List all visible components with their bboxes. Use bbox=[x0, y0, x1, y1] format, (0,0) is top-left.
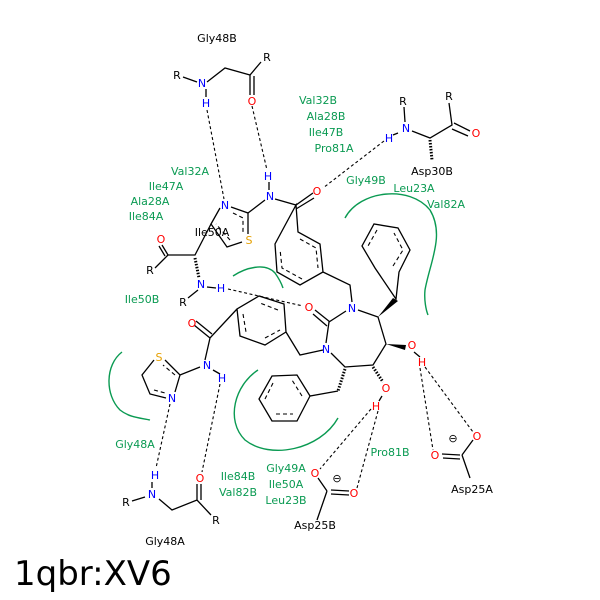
hydrophobic-val82a: Val82A bbox=[427, 198, 465, 211]
atom-h: H bbox=[264, 170, 272, 183]
residue-gly48b: Gly48B bbox=[197, 32, 237, 45]
atom-n: N bbox=[266, 190, 274, 203]
atom-n: N bbox=[322, 343, 330, 356]
atom-n: N bbox=[348, 302, 356, 315]
atom-n: N bbox=[198, 77, 206, 90]
charge-minus: ⊖ bbox=[448, 432, 457, 445]
diagram-title: 1qbr:XV6 bbox=[14, 554, 172, 594]
atom-o: O bbox=[382, 382, 391, 395]
hydrophobic-labels: Val32B Ala28B Ile47B Pro81A Gly49B Leu23… bbox=[115, 94, 465, 507]
atom-s: S bbox=[246, 234, 253, 247]
atom-o: O bbox=[305, 301, 314, 314]
atom-o: O bbox=[311, 467, 320, 480]
atom-o: O bbox=[157, 233, 166, 246]
hydrophobic-ile50a: Ile50A bbox=[269, 478, 304, 491]
hydrophobic-pro81b: Pro81B bbox=[371, 446, 410, 459]
atom-o: O bbox=[196, 472, 205, 485]
atom-o: O bbox=[350, 487, 359, 500]
atom-o: O bbox=[408, 339, 417, 352]
atom-h: H bbox=[385, 132, 393, 145]
hydrophobic-gly48a: Gly48A bbox=[115, 438, 155, 451]
atom-o: O bbox=[313, 185, 322, 198]
bonds bbox=[131, 61, 474, 521]
atom-n: N bbox=[197, 278, 205, 291]
atom-o: O bbox=[248, 95, 257, 108]
atom-r: R bbox=[212, 514, 220, 527]
atom-o: O bbox=[431, 449, 440, 462]
wedge-bond bbox=[386, 344, 406, 350]
atom-o: O bbox=[188, 317, 197, 330]
atom-n: N bbox=[168, 392, 176, 405]
residue-labels: Gly48B Asp30B Ile50A Asp25A Asp25B Gly48… bbox=[145, 32, 493, 548]
atom-r: R bbox=[173, 69, 181, 82]
atom-n: N bbox=[221, 199, 229, 212]
hydrophobic-arc-left bbox=[108, 351, 151, 421]
atom-labels: R N H R O R N H R O N S N H O O R N H R … bbox=[122, 51, 481, 527]
atom-h: H bbox=[418, 356, 426, 369]
residue-ile50a: Ile50A bbox=[195, 226, 230, 239]
hydrophobic-arc-center bbox=[232, 266, 284, 289]
hydrophobic-ile84a: Ile84A bbox=[129, 210, 164, 223]
hydrophobic-ile47a: Ile47A bbox=[149, 180, 184, 193]
hydrophobic-gly49b: Gly49B bbox=[346, 174, 386, 187]
hydrophobic-gly49a: Gly49A bbox=[266, 462, 306, 475]
hydrophobic-leu23a: Leu23A bbox=[393, 182, 435, 195]
atom-r: R bbox=[146, 264, 154, 277]
atom-r: R bbox=[263, 51, 271, 64]
hydrophobic-val32b: Val32B bbox=[299, 94, 337, 107]
hydrophobic-leu23b: Leu23B bbox=[265, 494, 306, 507]
atom-n: N bbox=[203, 359, 211, 372]
hydrophobic-ile84b: Ile84B bbox=[221, 470, 256, 483]
hydrogen-bonds bbox=[155, 105, 474, 489]
hydrophobic-pro81a: Pro81A bbox=[315, 142, 354, 155]
wedge-bond bbox=[378, 298, 398, 317]
atom-r: R bbox=[445, 90, 453, 103]
hydrophobic-ala28b: Ala28B bbox=[307, 110, 346, 123]
atom-h: H bbox=[217, 282, 225, 295]
atom-o: O bbox=[472, 127, 481, 140]
atom-o: O bbox=[473, 430, 482, 443]
atom-s: S bbox=[156, 351, 163, 364]
charge-minus: ⊖ bbox=[332, 472, 341, 485]
hydrophobic-arc-lower bbox=[233, 369, 339, 452]
atom-r: R bbox=[399, 95, 407, 108]
hydrophobic-ala28a: Ala28A bbox=[131, 195, 170, 208]
hydrophobic-val82b: Val82B bbox=[219, 486, 257, 499]
hydrophobic-arc-top-right bbox=[344, 193, 438, 316]
residue-asp25a: Asp25A bbox=[451, 483, 493, 496]
hydrophobic-contacts bbox=[108, 193, 438, 452]
hydrophobic-ile47b: Ile47B bbox=[309, 126, 344, 139]
residue-asp25b: Asp25B bbox=[294, 519, 336, 532]
atom-h: H bbox=[151, 469, 159, 482]
residue-gly48a: Gly48A bbox=[145, 535, 185, 548]
residue-asp30b: Asp30B bbox=[411, 165, 453, 178]
atom-n: N bbox=[402, 122, 410, 135]
atom-h: H bbox=[202, 97, 210, 110]
atom-n: N bbox=[148, 488, 156, 501]
hydrophobic-ile50b: Ile50B bbox=[125, 293, 160, 306]
atom-h: H bbox=[218, 372, 226, 385]
atom-r: R bbox=[122, 496, 130, 509]
hydrophobic-val32a: Val32A bbox=[171, 165, 209, 178]
atom-h: H bbox=[372, 400, 380, 413]
atom-r: R bbox=[179, 296, 187, 309]
